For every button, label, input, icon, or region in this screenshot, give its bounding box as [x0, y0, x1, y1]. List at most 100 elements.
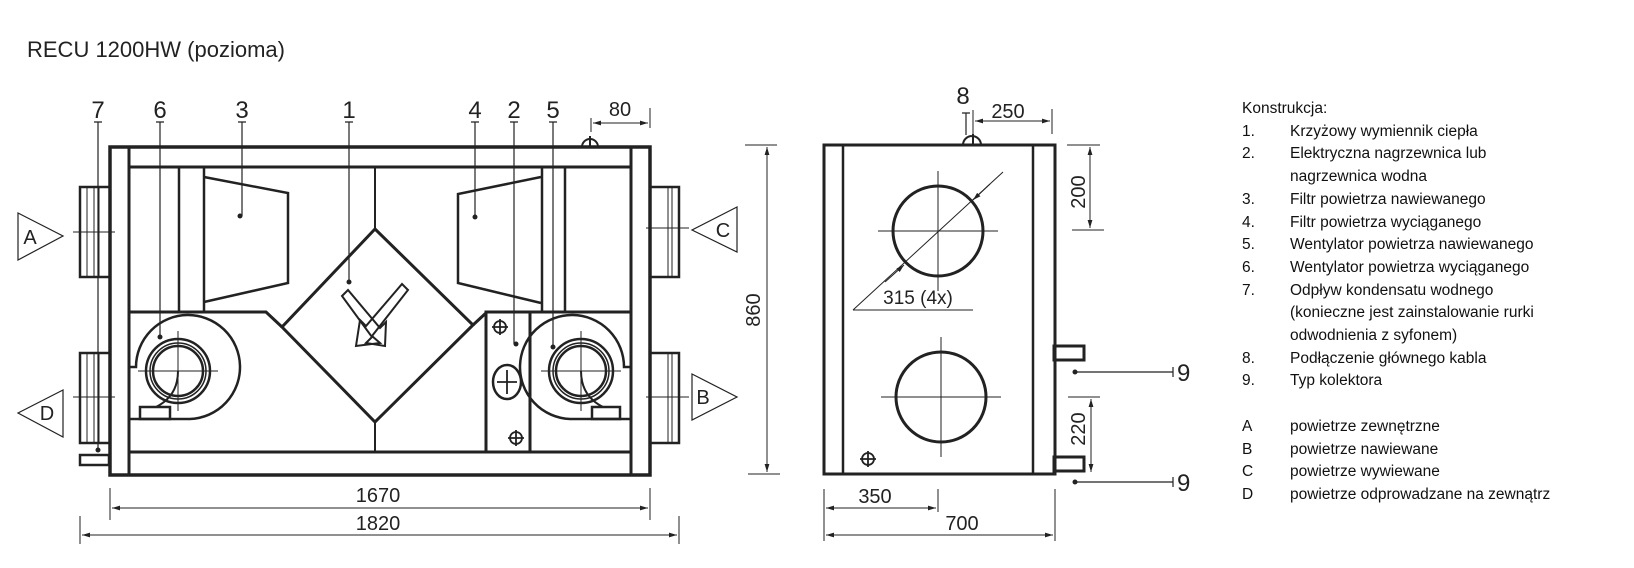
label-5: 5 — [546, 97, 559, 124]
legend-item: 2. Elektryczna nagrzewnica lub — [1242, 143, 1550, 166]
legend-num: 5. — [1242, 236, 1255, 254]
dim-250-text: 250 — [991, 101, 1024, 123]
legend: Konstrukcja: 1.Krzyżowy wymiennik ciepła… — [1242, 98, 1550, 507]
legend-item: 3.Filtr powietrza nawiewanego — [1242, 189, 1550, 212]
extract-fan — [129, 313, 242, 421]
airflow-d-icon — [16, 389, 64, 438]
legend-air-text: powietrze odprowadzane na zewnątrz — [1290, 485, 1551, 503]
dim-200-text: 200 — [1068, 175, 1090, 208]
front-view: 7 6 3 1 4 2 5 80 — [16, 97, 739, 544]
airflow-a-label: A — [23, 227, 37, 249]
extract-filter — [456, 175, 542, 305]
dim-220: 220 — [1068, 396, 1100, 472]
label-4: 4 — [468, 97, 481, 124]
legend-text: nagrzewnica wodna — [1290, 168, 1428, 186]
legend-air-letter: D — [1242, 485, 1254, 503]
dim-860-text: 860 — [743, 293, 765, 326]
legend-num: 7. — [1242, 281, 1255, 299]
dim-1820-text: 1820 — [356, 513, 401, 535]
collectors: 9 9 — [1052, 344, 1190, 497]
dim-1670-text: 1670 — [356, 485, 401, 507]
dim-700: 700 — [826, 489, 1056, 541]
legend-air-letter: B — [1242, 440, 1253, 458]
supply-filter — [203, 175, 290, 304]
legend-item: (konieczne jest zainstalowanie rurki — [1242, 302, 1550, 325]
dim-700-text: 700 — [945, 513, 978, 535]
legend-text: (konieczne jest zainstalowanie rurki — [1290, 304, 1534, 322]
label-2: 2 — [507, 97, 520, 124]
legend-item: odwodnienia z syfonem) — [1242, 325, 1550, 348]
dim-200: 200 — [1067, 144, 1104, 231]
heater-panel — [484, 310, 532, 454]
dim-860: 860 — [743, 144, 780, 475]
legend-num: 2. — [1242, 145, 1255, 163]
legend-text: Odpływ kondensatu wodnego — [1290, 281, 1494, 299]
legend-heading: Konstrukcja: — [1242, 100, 1328, 117]
cable-connection-side: 8 — [956, 83, 982, 146]
crossflow-arrows-icon — [340, 282, 410, 348]
drawing-title: RECU 1200HW (pozioma) — [27, 37, 285, 62]
dim-220-text: 220 — [1068, 412, 1090, 445]
airflow-b-label: B — [696, 387, 709, 409]
side-housing — [822, 143, 1057, 476]
legend-num: 4. — [1242, 213, 1255, 231]
legend-num — [1242, 302, 1290, 325]
legend-item: 9. Typ kolektora — [1242, 370, 1550, 393]
legend-num: 6. — [1242, 258, 1255, 276]
dim-80-text: 80 — [609, 99, 631, 121]
airflow-b-icon — [691, 373, 739, 421]
label-9-upper: 9 — [1177, 360, 1190, 387]
legend-item: 8.Podłączenie głównego kabla — [1242, 348, 1550, 371]
legend-item: 4.Filtr powietrza wyciąganego — [1242, 212, 1550, 235]
dim-350: 350 — [823, 486, 939, 541]
legend-text: Wentylator powietrza nawiewanego — [1290, 236, 1534, 254]
airflow-markers: A D C B — [16, 206, 739, 438]
dim-315: 315 (4x) — [852, 171, 1004, 311]
legend-item: 5. Wentylator powietrza nawiewanego — [1242, 234, 1550, 257]
supply-fan — [518, 313, 631, 421]
legend-item: 7. Odpływ kondensatu wodnego — [1242, 280, 1550, 303]
legend-num: 9. — [1242, 372, 1255, 390]
housing-outline — [108, 145, 652, 477]
label-9-lower: 9 — [1177, 470, 1190, 497]
dim-315-text: 315 (4x) — [883, 288, 953, 309]
ducts — [73, 185, 689, 445]
legend-item: 6. Wentylator powietrza wyciąganego — [1242, 257, 1550, 280]
label-8: 8 — [956, 83, 969, 110]
airflow-d-label: D — [40, 403, 54, 425]
legend-text: Elektryczna nagrzewnica lub — [1290, 145, 1487, 163]
housing-inner-lines — [127, 147, 633, 475]
leader-dots — [95, 213, 556, 453]
legend-air-letter: A — [1242, 417, 1253, 435]
legend-num — [1242, 166, 1290, 189]
dim-80: 80 — [590, 99, 651, 132]
legend-text: Podłączenie głównego kabla — [1290, 349, 1487, 367]
legend-item: nagrzewnica wodna — [1242, 166, 1550, 189]
dim-250: 250 — [972, 101, 1053, 135]
legend-text: odwodnienia z syfonem) — [1290, 327, 1458, 345]
legend-num: 1. — [1242, 122, 1255, 140]
legend-air-letter: C — [1242, 463, 1254, 481]
cable-connection-icon — [581, 136, 599, 148]
dim-1670: 1670 — [109, 485, 651, 520]
legend-item: 1.Krzyżowy wymiennik ciepła — [1242, 121, 1550, 144]
legend-air-text: powietrze zewnętrzne — [1290, 417, 1440, 435]
dim-350-text: 350 — [858, 486, 891, 508]
legend-text: Typ kolektora — [1290, 372, 1383, 390]
airflow-a-icon — [17, 212, 65, 261]
legend-text: Filtr powietrza nawiewanego — [1290, 190, 1486, 208]
leader-lines — [94, 121, 557, 450]
dim-1820: 1820 — [79, 513, 680, 544]
side-fitting-icon — [860, 451, 876, 467]
airflow-c-label: C — [716, 220, 730, 242]
heater-fittings — [491, 319, 524, 446]
legend-text: Wentylator powietrza wyciąganego — [1290, 258, 1530, 276]
condensate-drain — [78, 453, 111, 467]
label-1: 1 — [342, 97, 355, 124]
airflow-c-icon — [690, 206, 738, 253]
